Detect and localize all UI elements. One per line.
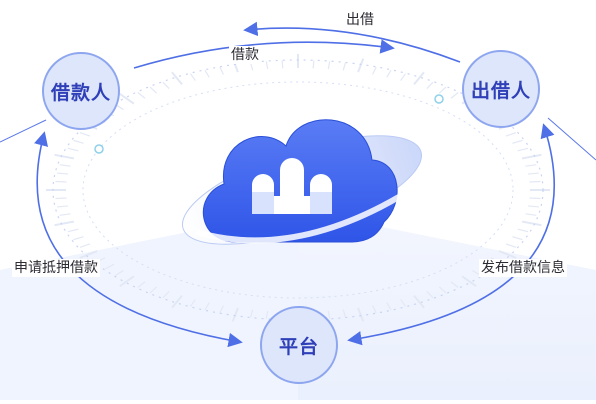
dial-tick: [521, 153, 542, 160]
dial-tick: [527, 172, 539, 175]
dial-tick: [57, 172, 69, 175]
dial-tick: [190, 73, 196, 81]
decor-line-left: [0, 119, 47, 143]
dial-tick: [79, 243, 91, 248]
dial-tick: [438, 86, 447, 94]
node-lender: 出借人: [462, 50, 540, 128]
dial-tick: [67, 228, 79, 233]
dial-tick: [55, 180, 67, 183]
edge-label-publish-loan-info: 发布借款信息: [479, 259, 567, 277]
edge-label-lend-out: 出借: [344, 11, 376, 29]
dial-tick: [57, 205, 69, 208]
dial-tick: [517, 228, 529, 233]
orbit-dot: [434, 94, 444, 104]
dial-tick: [119, 93, 135, 105]
arrow-borrow: [133, 39, 395, 69]
dial-tick: [67, 147, 79, 152]
dial-tick: [525, 213, 537, 216]
dial-tick: [529, 197, 541, 200]
dial-tick: [312, 60, 315, 69]
dial-tick: [521, 220, 542, 227]
dial-tick: [327, 310, 331, 319]
dial-tick: [512, 139, 523, 144]
dial-tick: [54, 153, 75, 160]
node-lender-label: 出借人: [470, 79, 531, 102]
dial-tick: [73, 236, 84, 241]
cloud-chart-icon: [181, 119, 423, 245]
dial-tick: [426, 81, 434, 89]
decor-line-right: [547, 117, 596, 161]
dial-tick: [327, 61, 331, 70]
dial-tick: [137, 92, 146, 99]
arrow-lend-out: [243, 21, 461, 63]
dial-tick: [529, 180, 541, 183]
dial-tick: [219, 66, 224, 75]
dial-tick: [250, 309, 254, 318]
dial-tick: [525, 164, 537, 167]
dial-tick: [162, 81, 170, 89]
dial-tick: [342, 309, 346, 318]
dial-tick: [54, 220, 75, 227]
dial-tick: [386, 69, 392, 78]
dial-tick: [450, 92, 459, 99]
dial-tick: [73, 139, 84, 144]
edge-label-borrow: 借款: [229, 46, 261, 64]
dial-tick: [149, 86, 158, 94]
edge-label-apply-mortgage-loan: 申请抵押借款: [12, 259, 100, 277]
dial-tick: [342, 62, 346, 71]
node-platform-label: 平台: [278, 335, 319, 358]
dial-tick: [357, 58, 365, 73]
dial-tick: [400, 73, 406, 81]
dial-tick: [505, 132, 517, 137]
dial-tick: [505, 243, 517, 248]
dial-tick: [59, 213, 71, 216]
dial-tick: [512, 236, 523, 241]
orbit-dot: [94, 144, 104, 154]
dial-tick: [517, 147, 529, 152]
node-borrower: 借款人: [42, 52, 120, 130]
dial-tick: [171, 71, 183, 85]
node-borrower-label: 借款人: [50, 81, 111, 104]
dial-tick: [59, 164, 71, 167]
dial-tick: [55, 197, 67, 200]
dial-tick: [265, 61, 269, 70]
dial-tick: [265, 310, 269, 319]
dial-tick: [204, 69, 210, 78]
dial-tick: [413, 71, 425, 85]
dial-tick: [281, 60, 284, 69]
node-platform: 平台: [260, 306, 338, 384]
dial-tick: [79, 132, 91, 137]
dial-tick: [527, 205, 539, 208]
dial-tick: [372, 66, 377, 75]
dial-tick: [250, 62, 254, 71]
